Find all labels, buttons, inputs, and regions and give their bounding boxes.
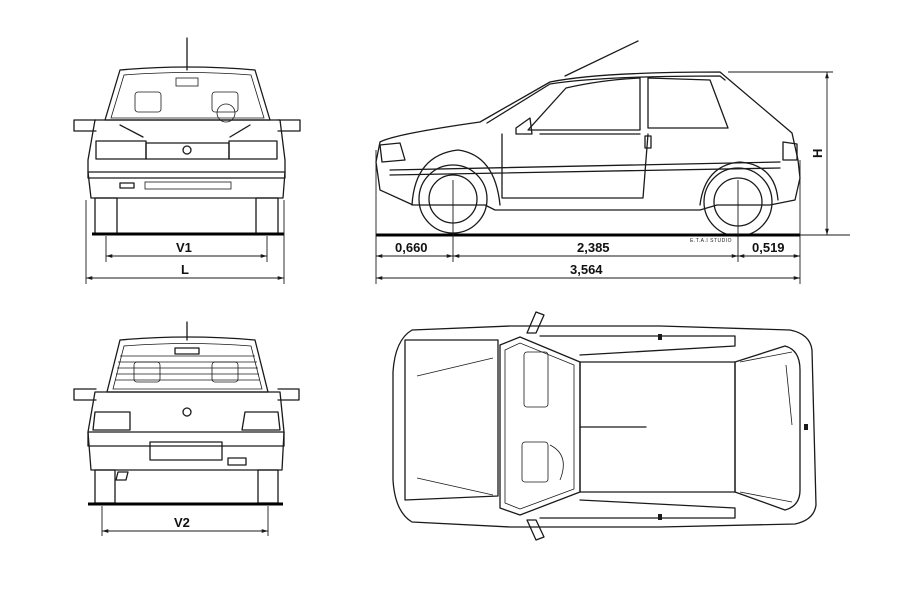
top-view <box>392 311 817 541</box>
overall-length-label: 3,564 <box>570 262 603 277</box>
front-view <box>73 37 301 236</box>
side-dimensions <box>375 71 850 284</box>
rear-view <box>73 321 300 506</box>
studio-credit: E.T.A.I STUDIO <box>690 238 733 244</box>
front-track-label: V1 <box>176 240 192 255</box>
wheelbase-label: 2,385 <box>577 240 610 255</box>
front-overhang-label: 0,660 <box>395 240 428 255</box>
front-dimensions <box>85 200 285 284</box>
rear-dimensions <box>101 506 269 536</box>
side-view <box>375 40 801 237</box>
height-label: H <box>810 148 825 158</box>
rear-track-label: V2 <box>174 515 190 530</box>
overall-width-label: L <box>181 262 189 277</box>
rear-overhang-label: 0,519 <box>752 240 785 255</box>
